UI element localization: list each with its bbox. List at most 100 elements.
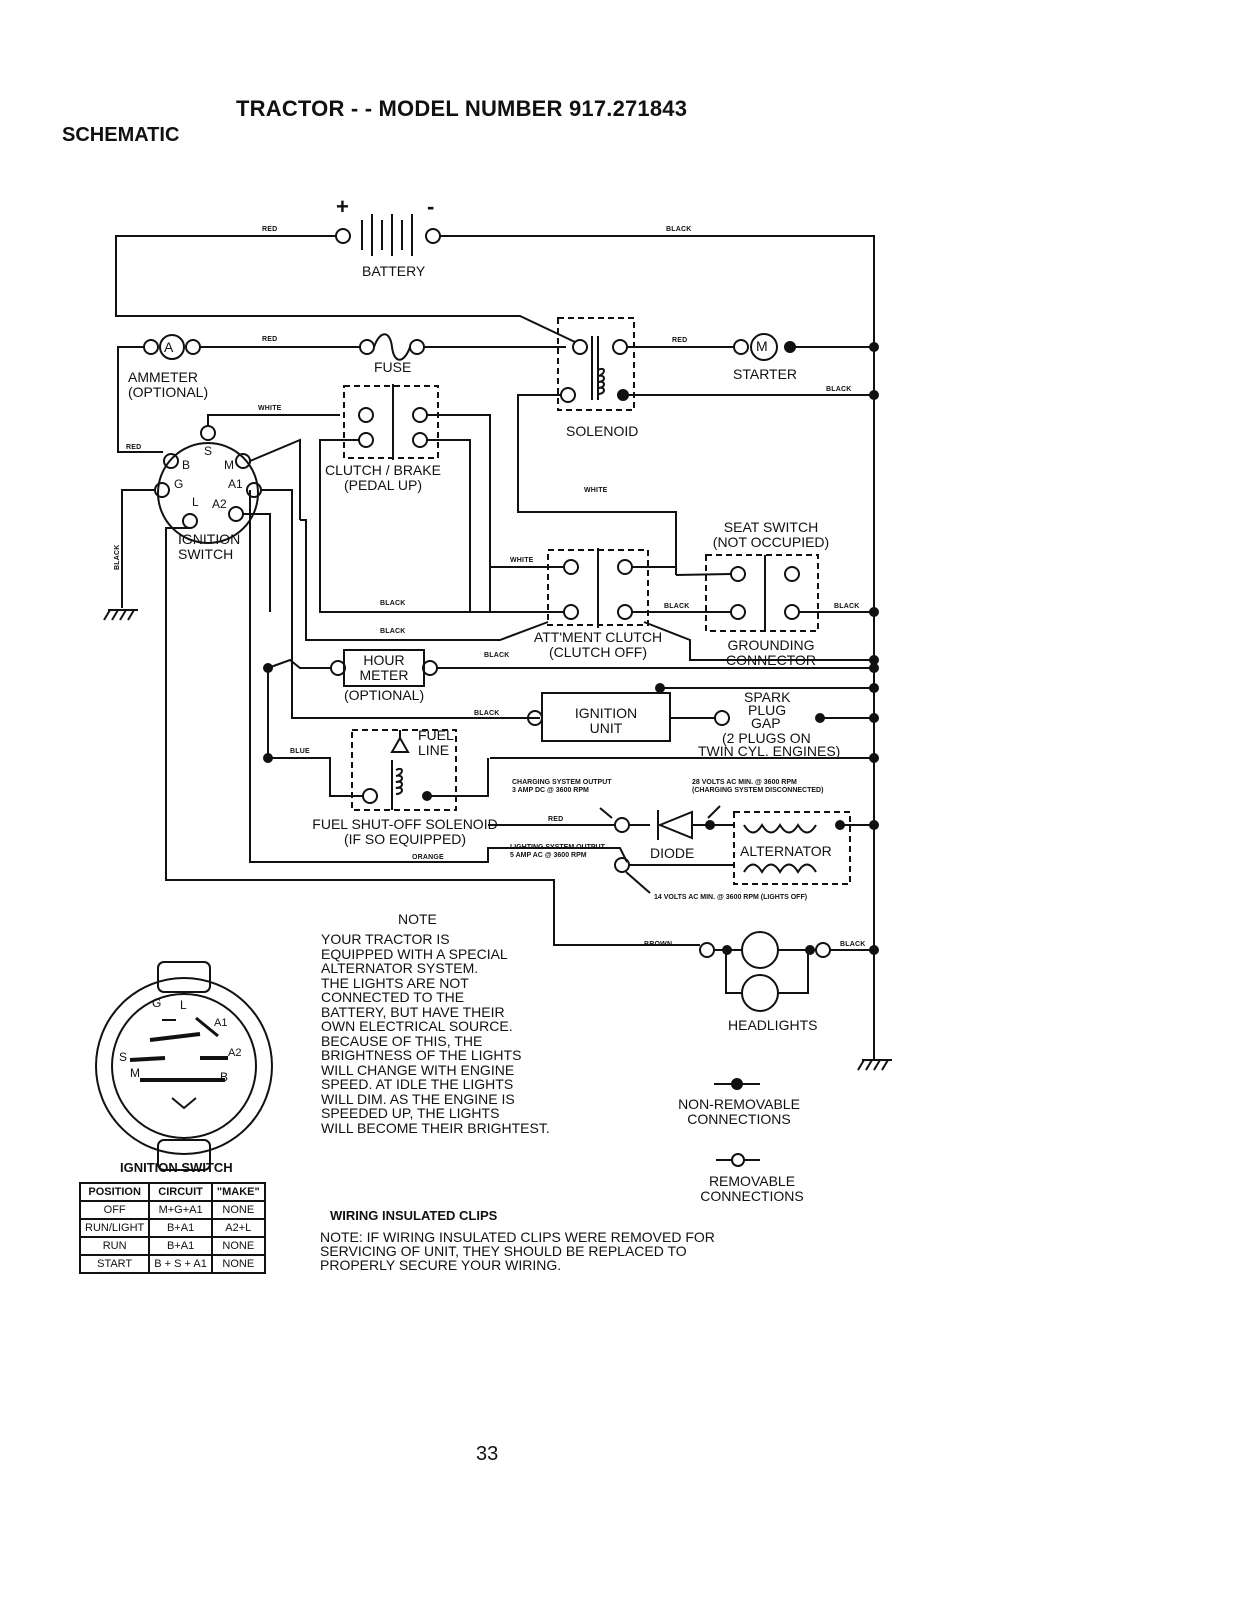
wire-label-black: BLACK [666, 226, 692, 233]
spark-plug-label-2: PLUG [748, 702, 787, 718]
battery-label: BATTERY [362, 263, 426, 279]
solenoid-label: SOLENOID [566, 423, 639, 439]
page-title: TRACTOR - - MODEL NUMBER 917.271843 [236, 96, 688, 121]
wire-label-black: BLACK [826, 386, 852, 393]
battery-loop-wires [115, 235, 875, 1060]
table-header: "MAKE" [210, 1182, 266, 1202]
table-cell: B+A1 [148, 1218, 213, 1238]
face-label-g: G [152, 996, 162, 1010]
diode-symbol [614, 810, 705, 840]
note-body: YOUR TRACTOR IS EQUIPPED WITH A SPECIAL … [321, 931, 550, 1136]
charging-disconnected-spec: 28 VOLTS AC MIN. @ 3600 RPM(CHARGING SYS… [692, 779, 824, 794]
fuse-label: FUSE [374, 359, 412, 375]
ground-symbol-right [857, 1059, 892, 1071]
solenoid-symbol [557, 317, 635, 411]
switch-terminal-l: L [192, 495, 199, 509]
wire-label-orange: ORANGE [412, 854, 444, 861]
headlights-label: HEADLIGHTS [728, 1017, 818, 1033]
switch-terminal-s: S [204, 444, 213, 458]
ignition-unit-wires [490, 687, 874, 759]
wire-label-red: RED [126, 444, 142, 451]
switch-terminal-g: G [174, 477, 184, 491]
note-heading: NOTE [398, 911, 437, 927]
hour-meter-note: (OPTIONAL) [344, 687, 425, 703]
charging-wires [488, 805, 874, 894]
wire-label-blue: BLUE [290, 748, 310, 755]
wire-label-black: BLACK [664, 603, 690, 610]
wire-label-red: RED [672, 337, 688, 344]
lights-off-spec: 14 VOLTS AC MIN. @ 3600 RPM (LIGHTS OFF) [654, 894, 808, 901]
switch-terminal-b: B [182, 458, 191, 472]
wire-label-black: BLACK [380, 628, 406, 635]
ammeter-symbol-label: A [164, 339, 174, 355]
table-header: CIRCUIT [148, 1182, 213, 1202]
table-row: OFF M+G+A1 NONE [78, 1200, 266, 1220]
table-cell: A2+L [210, 1218, 266, 1238]
starter-label: STARTER [733, 366, 798, 382]
table-cell: B + S + A1 [148, 1254, 213, 1274]
section-label: SCHEMATIC [62, 124, 180, 146]
headlights-symbol [699, 931, 831, 1012]
face-label-a2: A2 [228, 1047, 242, 1059]
wire-label-white: WHITE [510, 557, 534, 564]
table-cell: M+G+A1 [148, 1200, 213, 1220]
seat-clutch-wires [470, 566, 874, 661]
alternator-symbol [733, 811, 851, 885]
wire-label-black: BLACK [114, 544, 121, 571]
page-number: 33 [476, 1443, 499, 1465]
attachment-clutch-symbol [547, 548, 649, 628]
face-label-a1: A1 [214, 1017, 228, 1029]
battery-symbol [335, 214, 441, 256]
fuse-symbol [359, 333, 425, 361]
table-header: POSITION [78, 1182, 151, 1202]
starter-symbol-label: M [756, 338, 768, 354]
wire-label-black: BLACK [834, 603, 860, 610]
spark-plug-label-4: (2 PLUGS ON [722, 730, 811, 746]
ignition-switch-wires [121, 414, 700, 946]
battery-plus-label: + [336, 194, 349, 219]
hour-meter-wires [267, 658, 874, 758]
wire-label-black: BLACK [380, 600, 406, 607]
table-cell: B+A1 [148, 1236, 213, 1256]
clips-heading: WIRING INSULATED CLIPS [330, 1208, 498, 1223]
ignition-switch-symbol [154, 425, 262, 544]
table-header-row: POSITION CIRCUIT "MAKE" [78, 1182, 266, 1202]
table-cell: NONE [210, 1200, 266, 1220]
starter-wires [517, 346, 874, 575]
fuel-solenoid-label: FUEL SHUT-OFF SOLENOID(IF SO EQUIPPED) [312, 816, 498, 847]
table-row: START B + S + A1 NONE [78, 1254, 266, 1274]
legend-non-removable-symbol [714, 1078, 760, 1090]
wire-label-white: WHITE [584, 487, 608, 494]
fuel-solenoid-wires [249, 490, 560, 863]
table-cell: NONE [210, 1254, 266, 1274]
face-label-l: L [180, 998, 187, 1012]
table-cell: NONE [210, 1236, 266, 1256]
table-row: RUN/LIGHT B+A1 A2+L [78, 1218, 266, 1238]
clips-note: NOTE: IF WIRING INSULATED CLIPS WERE REM… [320, 1229, 715, 1273]
wire-label-brown: BROWN [644, 941, 673, 948]
connection-dots [263, 342, 879, 955]
wire-label-red: RED [262, 226, 278, 233]
ignition-table-caption: IGNITION SWITCH [120, 1160, 233, 1175]
spark-plug-label-3: GAP [751, 715, 781, 731]
clutch-brake-label: CLUTCH / BRAKE(PEDAL UP) [325, 462, 441, 493]
table-cell: OFF [78, 1200, 151, 1220]
table-cell: START [78, 1254, 151, 1274]
ammeter-label: AMMETER(OPTIONAL) [128, 369, 209, 400]
ground-symbol-left [103, 609, 138, 621]
face-label-m: M [130, 1066, 140, 1080]
wire-label-red: RED [262, 336, 278, 343]
ignition-switch-face [95, 961, 273, 1171]
table-row: RUN B+A1 NONE [78, 1236, 266, 1256]
ammeter-wires [117, 346, 566, 453]
clutch-brake-wires [300, 414, 491, 641]
